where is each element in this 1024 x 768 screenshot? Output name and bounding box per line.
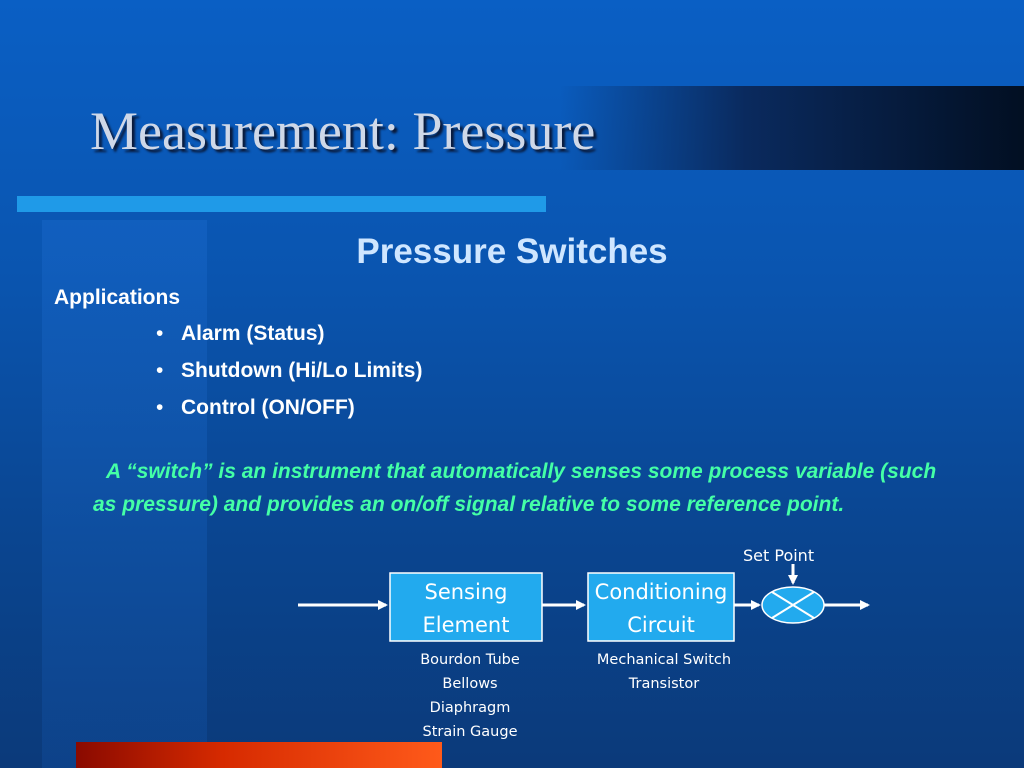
- sensing-element-label: Sensing Element: [390, 576, 542, 642]
- sensing-example-item: Strain Gauge: [422, 724, 518, 740]
- sensing-element-box: [389, 572, 543, 642]
- applications-heading: Applications: [54, 286, 181, 309]
- title-bar-shading: [560, 86, 1024, 170]
- conditioning-circuit-line1: Conditioning: [594, 580, 728, 604]
- switch-definition: A “switch” is an instrument that automat…: [93, 460, 937, 516]
- list-item: • Alarm (Status): [156, 321, 422, 358]
- bullet-icon: •: [156, 322, 164, 345]
- slide-title: Measurement: Pressure: [90, 101, 596, 161]
- conditioning-examples: Mechanical Switch Transistor: [574, 648, 754, 696]
- bullet-icon: •: [156, 359, 164, 382]
- list-item-label: Shutdown (Hi/Lo Limits): [181, 359, 423, 382]
- conditioning-example-item: Transistor: [628, 676, 700, 692]
- list-item: • Control (ON/OFF): [156, 395, 422, 432]
- list-item-label: Control (ON/OFF): [181, 396, 355, 419]
- list-item: • Shutdown (Hi/Lo Limits): [156, 358, 422, 395]
- conditioning-example-item: Mechanical Switch: [596, 652, 732, 668]
- background-band: [42, 220, 207, 768]
- bottom-accent-bar: [76, 742, 442, 768]
- applications-list: • Alarm (Status) • Shutdown (Hi/Lo Limits)…: [156, 321, 422, 432]
- sensing-example-item: Diaphragm: [429, 700, 511, 716]
- comparator-cross-icon: [771, 591, 815, 619]
- sensing-example-item: Bellows: [442, 676, 498, 692]
- title-underline-bar: [17, 196, 546, 212]
- sensing-element-line2: Element: [422, 613, 510, 637]
- conditioning-circuit-label: Conditioning Circuit: [578, 576, 744, 642]
- sensing-examples: Bourdon Tube Bellows Diaphragm Strain Ga…: [390, 648, 550, 744]
- slide-subtitle: Pressure Switches: [356, 232, 668, 271]
- conditioning-circuit-line2: Circuit: [627, 613, 695, 637]
- sensing-element-line1: Sensing: [424, 580, 508, 604]
- set-point-label: Set Point: [743, 546, 815, 565]
- list-item-label: Alarm (Status): [181, 322, 325, 345]
- sensing-example-item: Bourdon Tube: [420, 652, 520, 668]
- bullet-icon: •: [156, 396, 164, 419]
- conditioning-circuit-box: [587, 572, 735, 642]
